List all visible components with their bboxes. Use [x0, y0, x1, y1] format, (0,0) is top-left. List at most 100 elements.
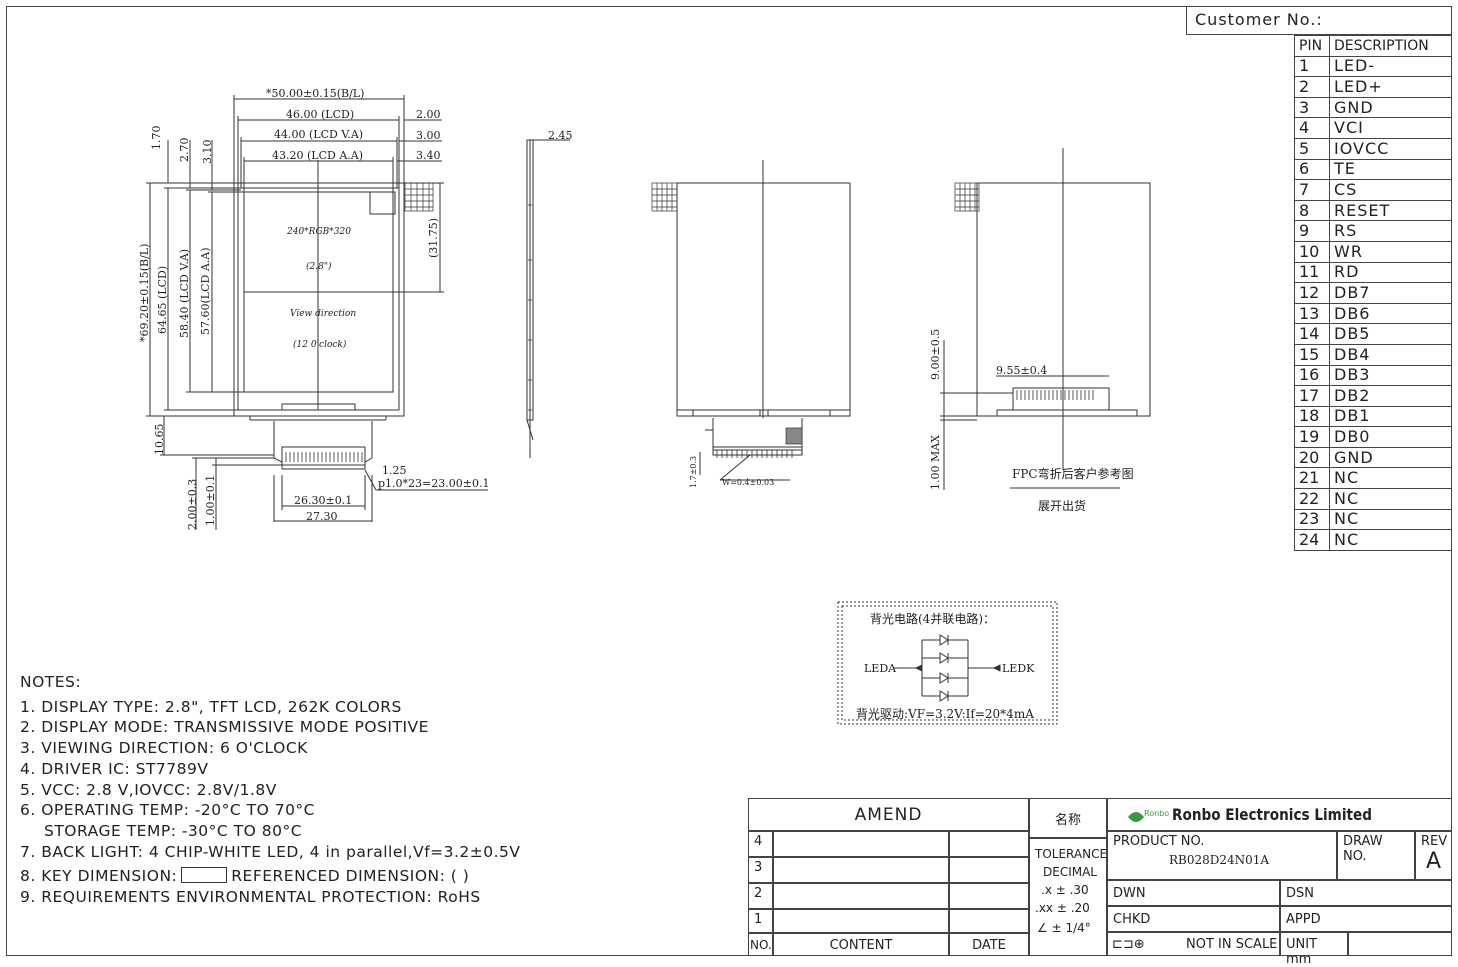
not-in-scale-label: NOT IN SCALE: [1186, 937, 1278, 952]
pin-number: 2: [1294, 76, 1330, 98]
pin-number: 13: [1294, 302, 1330, 325]
view-direction-label: View direction: [290, 309, 357, 319]
notes-title: NOTES:: [20, 673, 82, 691]
amend-content-4: [773, 831, 949, 857]
pin-number: 1: [1294, 55, 1330, 78]
note-6b: STORAGE TEMP: -30°C TO 80°C: [44, 821, 303, 840]
note-7: 7. BACK LIGHT: 4 CHIP-WHITE LED, 4 in pa…: [20, 842, 521, 861]
backlight-title: 背光电路(4并联电路)：: [870, 612, 995, 626]
amend-date-4: [949, 831, 1029, 857]
pin-number: 19: [1294, 426, 1330, 448]
pin-description: DB7: [1329, 282, 1452, 304]
product-no-cell: PRODUCT NO. RB028D24N01A: [1107, 831, 1337, 880]
rev-label: REV: [1421, 834, 1448, 849]
pin-header: PIN: [1294, 35, 1330, 57]
dim-t1: 1.70: [150, 125, 163, 151]
rev-mark-1: 1: [748, 909, 773, 933]
company-name: Ronbo Electronics Limited: [1172, 805, 1372, 824]
amend-date-3: [949, 857, 1029, 883]
pin-number: 23: [1294, 508, 1330, 531]
ronbo-logo-leaf: [1128, 812, 1144, 822]
dim-1-00-max: 1.00 MAX: [929, 434, 942, 490]
dim-lcd-height: 64.65 (LCD): [156, 265, 169, 334]
dim-26-30: 26.30±0.1: [294, 494, 353, 507]
pin-description: NC: [1329, 488, 1452, 510]
amend-header: AMEND: [748, 798, 1029, 831]
pin-description: RD: [1329, 261, 1452, 284]
notes-block: NOTES: 1. DISPLAY TYPE: 2.8", TFT LCD, 2…: [20, 672, 521, 908]
note-9: 9. REQUIREMENTS ENVIRONMENTAL PROTECTION…: [20, 888, 481, 907]
pin-number: 9: [1294, 220, 1330, 242]
pin-description: NC: [1329, 529, 1452, 551]
dim-t3: 3.10: [201, 139, 214, 165]
pin-description: GND: [1329, 96, 1452, 119]
company-cell: Ronbo Ronbo Electronics Limited: [1107, 798, 1452, 831]
pin-description: DB3: [1329, 364, 1452, 387]
pin-number: 21: [1294, 467, 1330, 490]
dim-aa-height: 57.60(LCD A.A): [199, 247, 212, 336]
pin-description: DB1: [1329, 405, 1452, 428]
dim-lcd-width: 46.00 (LCD): [286, 108, 355, 121]
rev-mark-4: 4: [748, 831, 773, 857]
dim-1-25: 1.25: [382, 464, 407, 477]
pin-number: 12: [1294, 282, 1330, 304]
rev-mark-3: 3: [748, 857, 773, 883]
pin-number: 17: [1294, 385, 1330, 407]
ronbo-logo-text: Ronbo: [1144, 809, 1170, 818]
dsn-cell: DSN: [1280, 880, 1452, 906]
dim-w: W=0.4±0.03: [722, 478, 775, 487]
dim-t2: 2.70: [178, 137, 191, 163]
amend-content-3: [773, 857, 949, 883]
mingcheng-cell: 名称: [1029, 798, 1107, 838]
note-5: 5. VCC: 2.8 V,IOVCC: 2.8V/1.8V: [20, 780, 277, 799]
backlight-drive: 背光驱动:VF=3.2V:If=20*4mA: [856, 707, 1034, 721]
pin-description: GND: [1329, 446, 1452, 469]
dim-1-7: 1.7±0.3: [689, 455, 698, 488]
pin-number: 7: [1294, 179, 1330, 201]
title-block: AMEND 4 3 2 1 NO. CONTENT DATE 名称 TOLERA…: [748, 798, 1452, 967]
size-label: (2.8"): [306, 262, 332, 272]
dim-pitch: p1.0*23=23.00±0.1: [378, 477, 490, 490]
key-dimension-box: [181, 867, 228, 884]
pin-number: 8: [1294, 199, 1330, 222]
note-8: 8. KEY DIMENSION:REFERENCED DIMENSION: (…: [20, 866, 521, 887]
tol-angle: ∠ ± 1/4°: [1037, 921, 1091, 935]
dim-10-65: 10.65: [153, 423, 166, 456]
projection-symbol-icon: ⊏⊐⊕: [1112, 937, 1145, 952]
pin-description: NC: [1329, 508, 1452, 531]
projection-cell: ⊏⊐⊕ NOT IN SCALE: [1107, 932, 1280, 956]
resolution-label: 240*RGB*320: [287, 227, 351, 237]
no-header: NO.: [748, 933, 773, 956]
draw-no-label: DRAW NO.: [1343, 834, 1383, 864]
pin-description: NC: [1329, 467, 1452, 490]
dim-va-width: 44.00 (LCD V.A): [274, 128, 364, 141]
pin-description: DB6: [1329, 302, 1452, 325]
description-header: DESCRIPTION: [1329, 35, 1452, 57]
date-header: DATE: [949, 933, 1029, 956]
pin-description: DB5: [1329, 323, 1452, 345]
chkd-cell: CHKD: [1107, 906, 1280, 932]
pin-description: LED+: [1329, 76, 1452, 98]
pin-table-header: PIN DESCRIPTION: [1294, 35, 1452, 57]
note-3: 3. VIEWING DIRECTION: 6 O'CLOCK: [20, 739, 308, 758]
tolerance-label: TOLERANCE: [1035, 847, 1108, 861]
pin-description: TE: [1329, 158, 1452, 181]
customer-no-label: Customer No.:: [1195, 10, 1323, 29]
dim-27-30: 27.30: [306, 510, 338, 523]
